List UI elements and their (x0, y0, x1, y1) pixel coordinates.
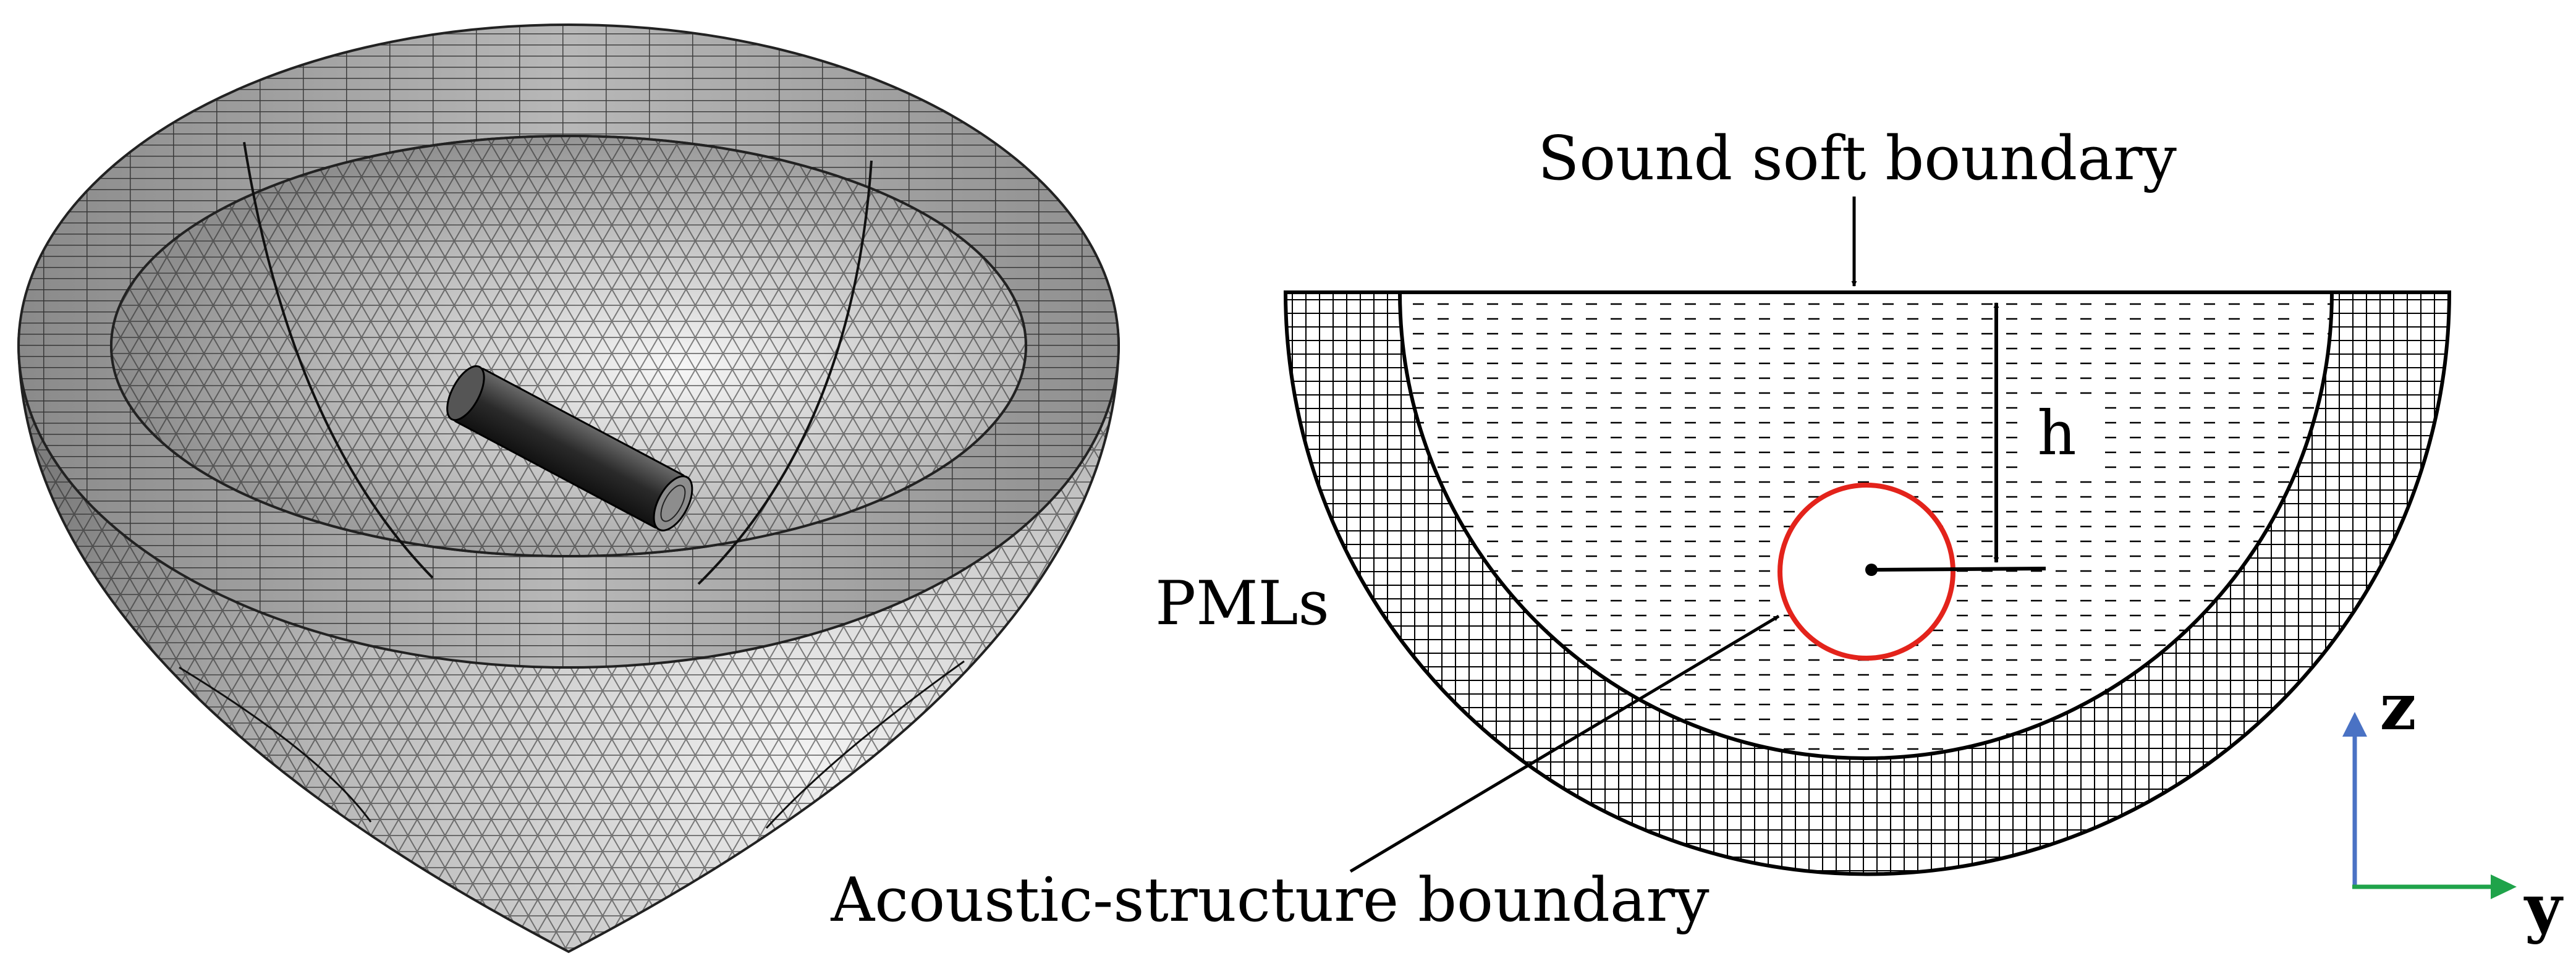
acoustic-structure-arrow (1349, 614, 1780, 873)
axis-y-label: y (2523, 870, 2564, 946)
axes-icon (2342, 712, 2517, 899)
cylinder-structure (446, 365, 693, 531)
mesh-bowl-icon (17, 23, 1121, 954)
axis-z-label: z (2379, 669, 2416, 745)
pmls-label: PMLs (1155, 569, 1329, 639)
h-label: h (2037, 399, 2076, 469)
cross-section-icon (1283, 197, 2452, 876)
radius-line (1871, 567, 2046, 572)
sound-soft-label: Sound soft boundary (1538, 124, 2177, 194)
acoustic-structure-label: Acoustic-structure boundary (830, 865, 1710, 936)
inner-cavity-mesh (111, 136, 1026, 556)
